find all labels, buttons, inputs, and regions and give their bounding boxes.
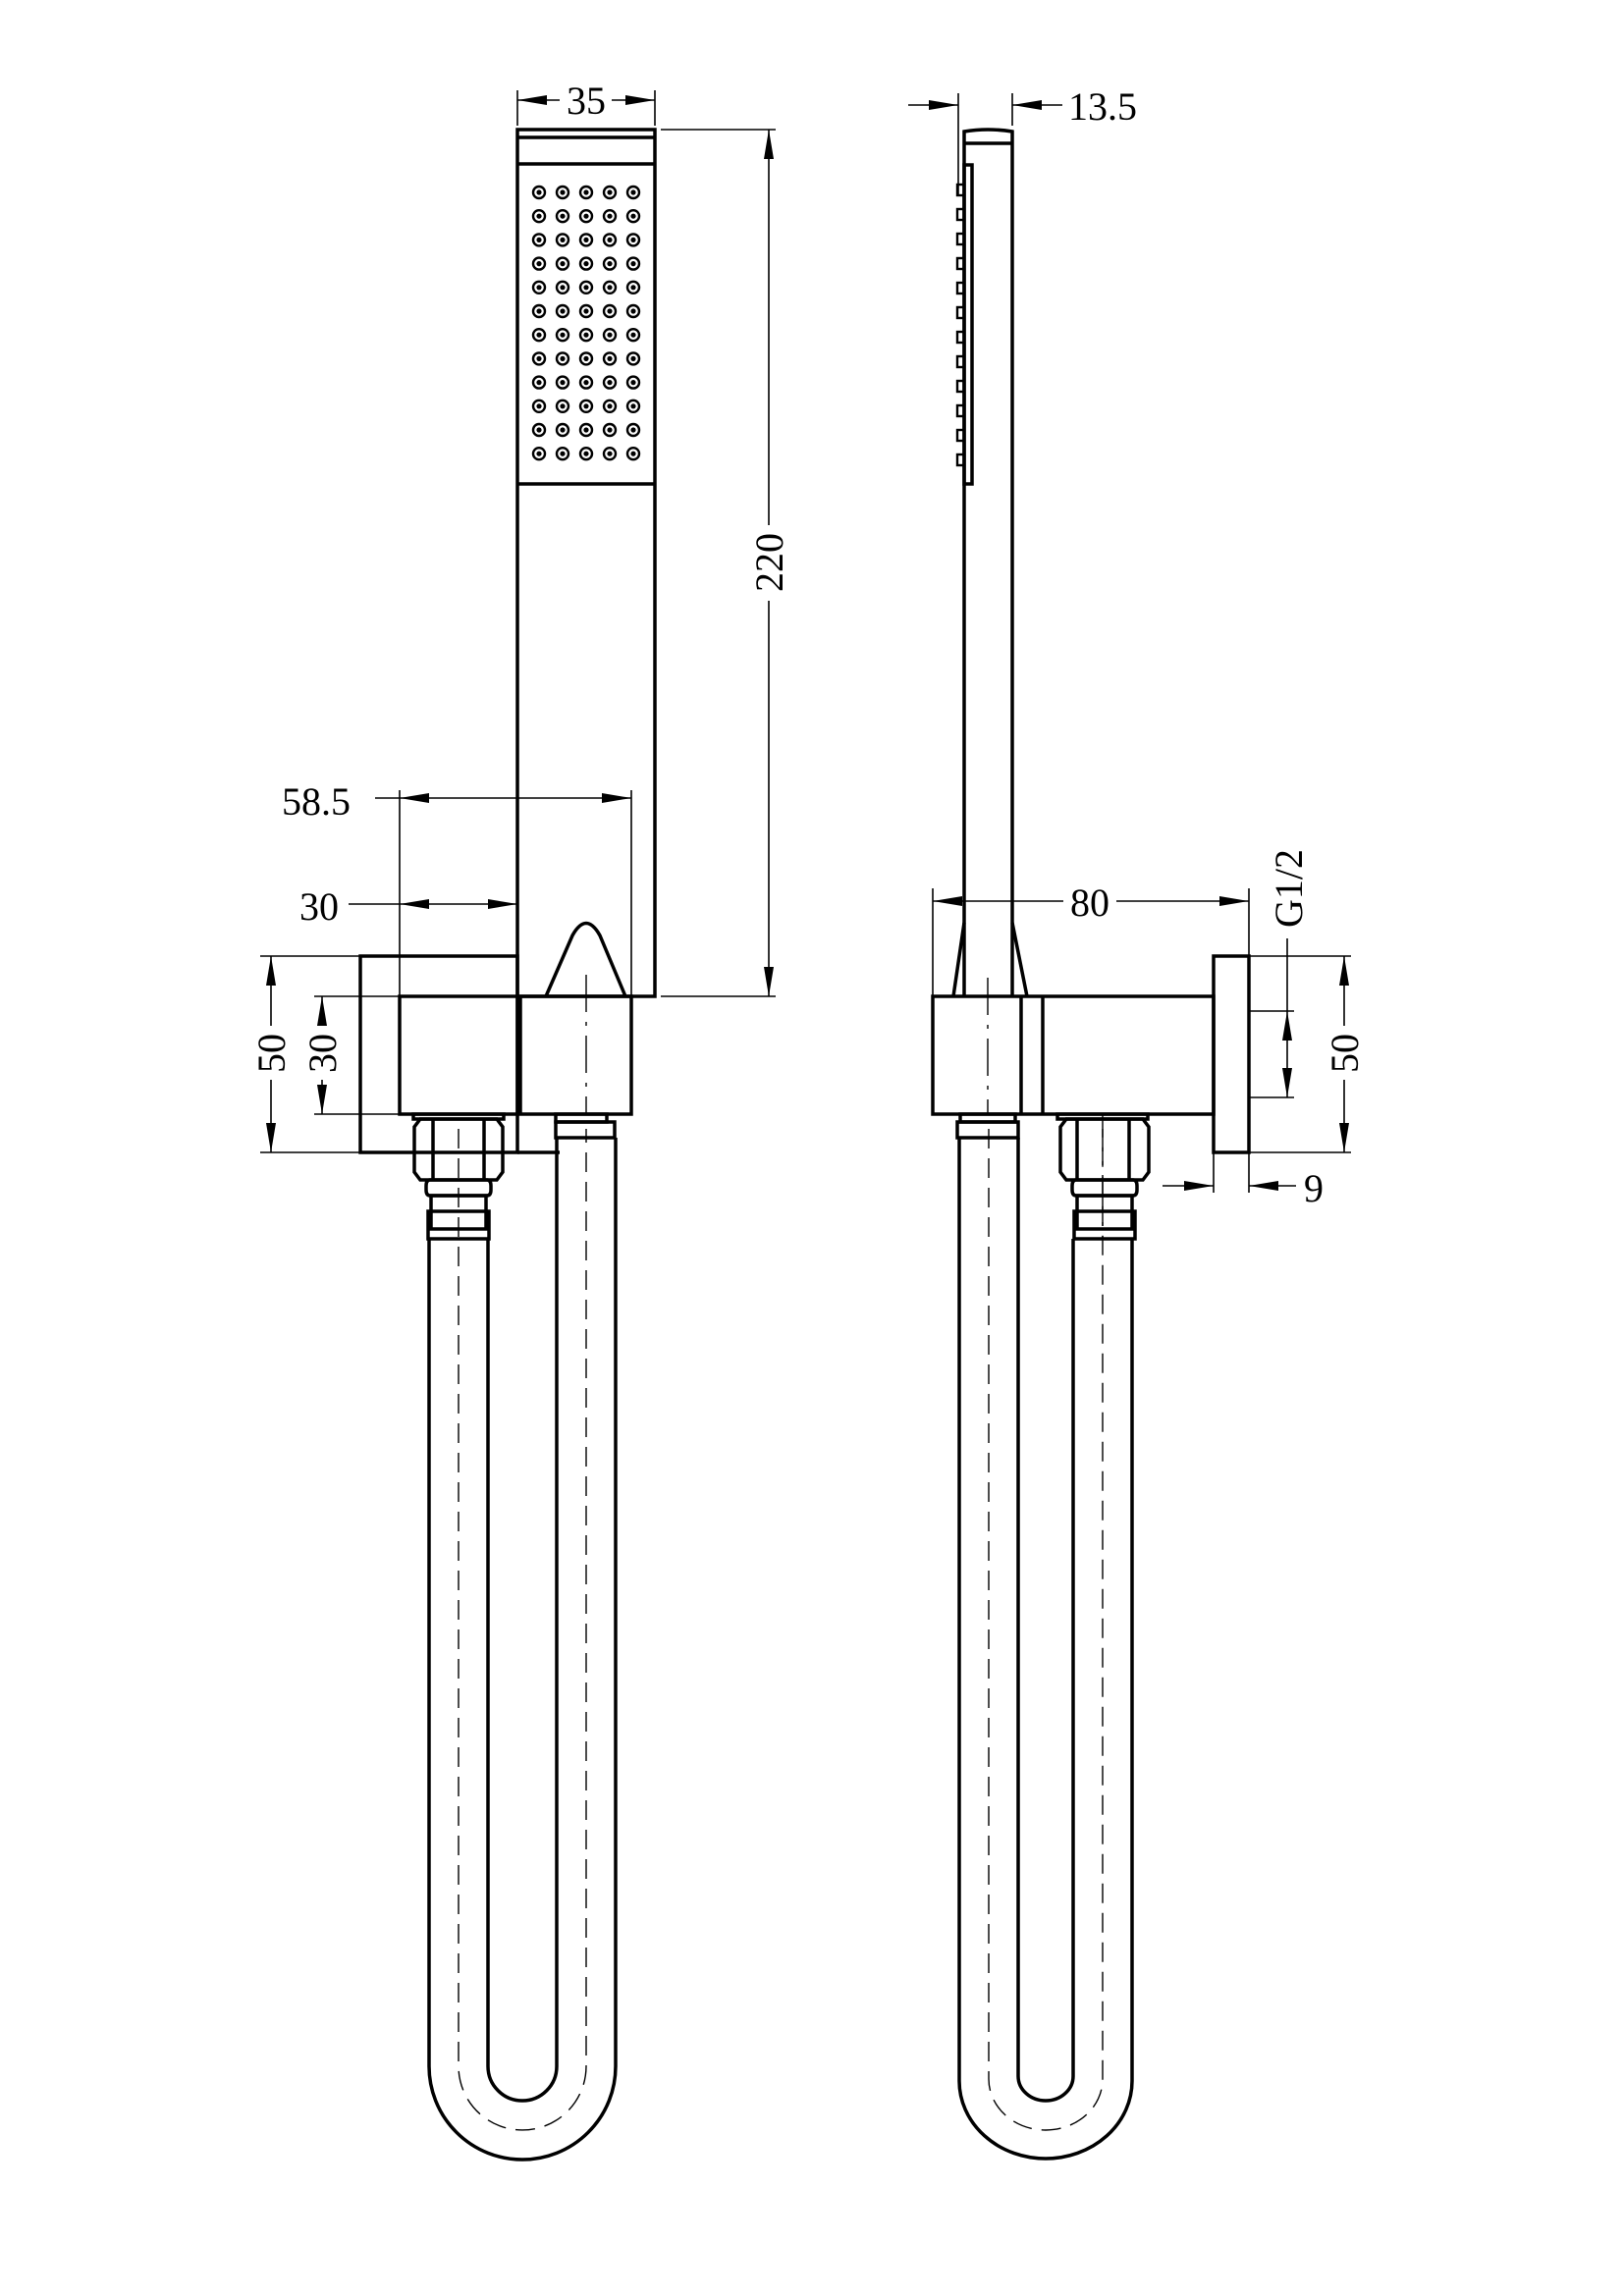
wall-bracket-front: [358, 954, 560, 1154]
hose-connector-front: [411, 1112, 617, 1241]
dim-head-width: 35: [516, 79, 656, 126]
dim-flange-thickness: 9: [1163, 1152, 1324, 1210]
dim-bracket-projection: 58.5: [282, 779, 632, 996]
dim-9-label: 9: [1304, 1166, 1324, 1210]
side-view: 13.5 80 G1/2 50: [908, 84, 1367, 2161]
dim-body-height: 30: [300, 995, 400, 1115]
dim-50-left-label: 50: [249, 1034, 294, 1073]
dim-g1-2-label: G1/2: [1267, 849, 1311, 928]
nozzle-grid-icon: [531, 185, 641, 461]
dim-handle-thickness: 13.5: [908, 84, 1137, 196]
dim-13-5-label: 13.5: [1068, 84, 1137, 129]
dim-bracket-length: 80: [932, 881, 1250, 996]
handle-holder: [518, 921, 633, 1116]
dim-bracket-depth: 30: [299, 884, 517, 929]
hose-front: [427, 1129, 618, 2162]
dim-58-5-label: 58.5: [282, 779, 351, 824]
dim-flange-height: 50: [1249, 955, 1367, 1153]
shower-handle-front: [515, 128, 657, 998]
dim-50-right-label: 50: [1323, 1034, 1367, 1073]
front-view: 35 220 58.5 30: [249, 79, 791, 2162]
dim-thread: G1/2: [1249, 849, 1311, 1098]
shower-handle-side: [951, 128, 1029, 1114]
dim-80-label: 80: [1070, 881, 1109, 925]
hose-connector-side: [955, 1112, 1151, 1241]
dim-35-label: 35: [567, 79, 606, 123]
dim-30-v-label: 30: [300, 1034, 345, 1073]
dim-30-h-label: 30: [299, 884, 339, 929]
dim-plate-height: 50: [249, 955, 360, 1153]
side-nozzles-icon: [955, 183, 966, 467]
hose-side: [957, 1129, 1134, 2161]
dim-overall-height: 220: [661, 129, 791, 997]
dim-220-label: 220: [747, 533, 791, 592]
